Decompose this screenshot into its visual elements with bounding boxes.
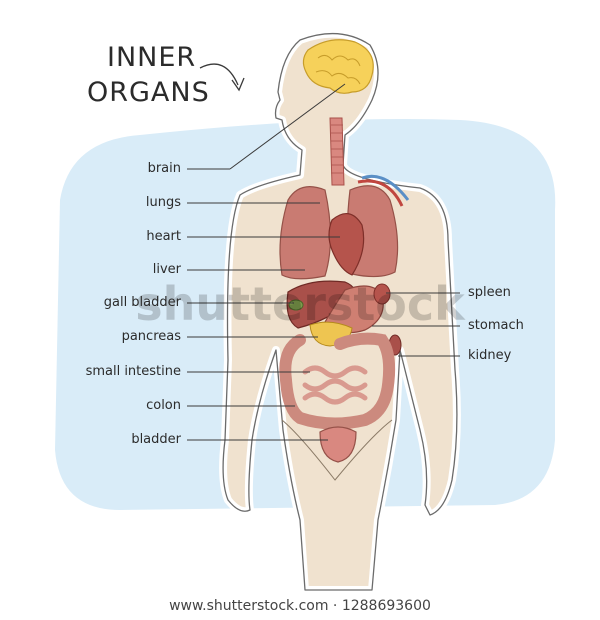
title-arrow-head — [231, 77, 245, 92]
label-spleen: spleen — [468, 285, 511, 300]
label-heart: heart — [146, 229, 181, 244]
lungs-organ — [279, 174, 410, 280]
heart-organ — [328, 213, 365, 276]
trachea-organ — [329, 117, 345, 186]
label-small-intestine: small intestine — [85, 364, 181, 379]
leader-lines — [187, 83, 460, 441]
title-line-2: ORGANS — [87, 77, 210, 108]
label-gall-bladder: gall bladder — [103, 295, 181, 310]
label-pancreas: pancreas — [121, 329, 181, 344]
label-liver: liver — [152, 262, 181, 277]
label-bladder: bladder — [131, 432, 181, 447]
stomach-organ — [324, 285, 384, 334]
watermark: shutterstock — [135, 277, 466, 331]
title-line-1: INNER — [107, 42, 197, 73]
label-kidney: kidney — [468, 348, 512, 363]
label-brain: brain — [147, 161, 181, 176]
title-arrow — [199, 63, 239, 86]
leader-brain-diag — [229, 83, 346, 170]
footer-credit: www.shutterstock.com · 1288693600 — [169, 598, 431, 614]
label-colon: colon — [146, 398, 181, 413]
brain-organ — [302, 39, 374, 94]
colon-organ — [279, 332, 396, 430]
bladder-organ — [319, 426, 357, 463]
small-intestine-organ — [302, 365, 368, 405]
label-stomach: stomach — [468, 318, 524, 333]
label-lungs: lungs — [145, 195, 181, 210]
spleen-organ — [373, 283, 391, 305]
